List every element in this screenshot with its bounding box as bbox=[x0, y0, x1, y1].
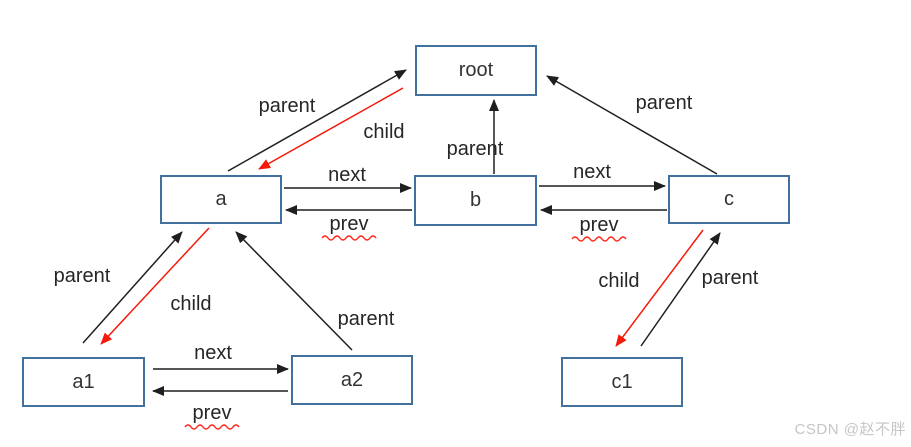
arrow-a-to-a1 bbox=[100, 227, 210, 345]
prev-squiggle-underline bbox=[571, 236, 627, 242]
edge-label-a2-a1-prev: prev bbox=[193, 402, 232, 424]
node-c: c bbox=[668, 175, 790, 224]
arrow-c-to-root bbox=[546, 75, 718, 175]
edge-label-b-root-parent: parent bbox=[447, 138, 504, 160]
node-a2-label: a2 bbox=[340, 368, 364, 391]
prev-squiggle-underline bbox=[321, 235, 377, 241]
arrow-a-to-root bbox=[227, 69, 407, 172]
edge-label-a1-a-parent: parent bbox=[54, 265, 111, 287]
node-c1: c1 bbox=[561, 357, 683, 407]
node-a2: a2 bbox=[291, 355, 413, 405]
node-a1: a1 bbox=[22, 357, 145, 407]
edge-label-a-b-next: next bbox=[328, 164, 366, 186]
csdn-watermark: CSDN @赵不胖 bbox=[794, 421, 906, 438]
edge-label-c1-c-parent: parent bbox=[702, 267, 759, 289]
arrow-a2-to-a bbox=[235, 231, 353, 351]
node-root-label: root bbox=[458, 59, 494, 81]
node-a: a bbox=[160, 175, 282, 224]
edge-label-c-b-prev: prev bbox=[580, 214, 619, 236]
arrow-c-to-c1 bbox=[615, 229, 704, 347]
edge-label-c-root-parent: parent bbox=[636, 92, 693, 114]
edge-label-a-root-parent: parent bbox=[259, 95, 316, 117]
edge-label-a2-a-parent: parent bbox=[338, 308, 395, 330]
node-c-label: c bbox=[724, 188, 734, 210]
edge-label-b-c-next: next bbox=[573, 161, 611, 183]
arrow-root-to-a bbox=[258, 87, 404, 170]
node-a1-label: a1 bbox=[72, 370, 95, 393]
edge-label-root-a-child: child bbox=[363, 121, 404, 143]
edge-label-c-c1-child: child bbox=[598, 270, 639, 292]
node-b: b bbox=[414, 175, 537, 226]
node-root: root bbox=[415, 45, 537, 96]
edge-label-a1-a2-next: next bbox=[194, 342, 232, 364]
arrow-c1-to-c bbox=[640, 232, 721, 347]
arrow-a1-to-a bbox=[82, 231, 183, 344]
node-b-label: b bbox=[469, 189, 482, 211]
node-a-label: a bbox=[215, 188, 227, 210]
node-c1-label: c1 bbox=[611, 370, 633, 393]
edge-label-a-a1-child: child bbox=[170, 293, 211, 315]
edge-label-b-a-prev: prev bbox=[330, 213, 369, 235]
prev-squiggle-underline bbox=[184, 424, 240, 430]
